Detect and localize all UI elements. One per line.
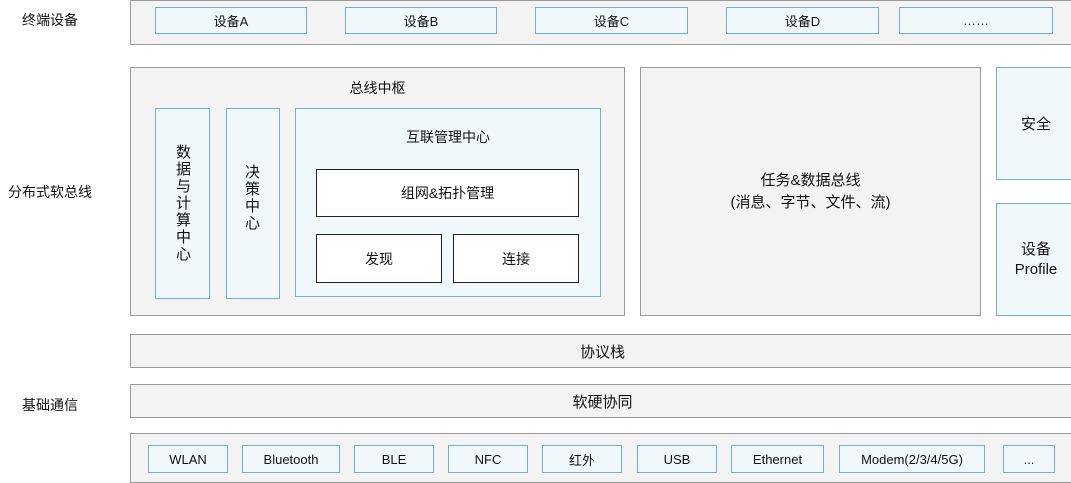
networking-topology-box: 组网&拓扑管理 bbox=[316, 169, 579, 217]
hw-sw-synergy-bar: 软硬协同 bbox=[130, 384, 1071, 418]
interconnect-center: 互联管理中心 组网&拓扑管理 发现 连接 bbox=[295, 108, 601, 297]
comm-tech-box: BLE bbox=[354, 445, 434, 473]
comm-tech-box: WLAN bbox=[148, 445, 228, 473]
terminal-devices-panel: 设备A 设备B 设备C 设备D …… bbox=[130, 0, 1071, 45]
interconnect-center-title: 互联管理中心 bbox=[406, 129, 490, 145]
task-data-bus-panel: 任务&数据总线 (消息、字节、文件、流) bbox=[640, 67, 981, 316]
layer-label-basic: 基础通信 bbox=[22, 397, 78, 413]
device-profile-box: 设备 Profile bbox=[996, 203, 1071, 316]
comm-tech-box: Bluetooth bbox=[242, 445, 340, 473]
comm-tech-box: Ethernet bbox=[731, 445, 824, 473]
comm-tech-box: 红外 bbox=[542, 445, 622, 473]
comm-tech-box-more: ... bbox=[1003, 445, 1055, 473]
security-box: 安全 bbox=[996, 67, 1071, 180]
bus-hub-title: 总线中枢 bbox=[349, 80, 406, 96]
task-data-bus-subtitle: (消息、字节、文件、流) bbox=[730, 193, 891, 211]
device-box: 设备D bbox=[726, 7, 879, 34]
layer-label-terminal: 终端设备 bbox=[22, 12, 78, 28]
task-data-bus-title: 任务&数据总线 bbox=[760, 171, 861, 189]
data-compute-center-label: 数据与计算中心 bbox=[174, 144, 191, 263]
device-box: 设备B bbox=[345, 7, 497, 34]
protocol-stack-bar: 协议栈 bbox=[130, 334, 1071, 368]
bus-hub-panel: 总线中枢 数据与计算中心 决策中心 互联管理中心 组网&拓扑管理 发现 连接 bbox=[130, 67, 625, 316]
discovery-box: 发现 bbox=[316, 234, 442, 283]
connection-box: 连接 bbox=[453, 234, 579, 283]
comm-tech-box: Modem(2/3/4/5G) bbox=[839, 445, 985, 473]
decision-center-label: 决策中心 bbox=[243, 164, 260, 232]
comm-tech-panel: WLAN Bluetooth BLE NFC 红外 USB Ethernet M… bbox=[130, 433, 1071, 483]
device-box: 设备A bbox=[155, 7, 307, 34]
device-box: 设备C bbox=[535, 7, 688, 34]
layer-label-softbus: 分布式软总线 bbox=[8, 184, 92, 200]
decision-center: 决策中心 bbox=[226, 108, 280, 299]
comm-tech-box: USB bbox=[637, 445, 717, 473]
comm-tech-box: NFC bbox=[448, 445, 528, 473]
device-box-more: …… bbox=[899, 7, 1053, 34]
data-compute-center: 数据与计算中心 bbox=[155, 108, 210, 299]
